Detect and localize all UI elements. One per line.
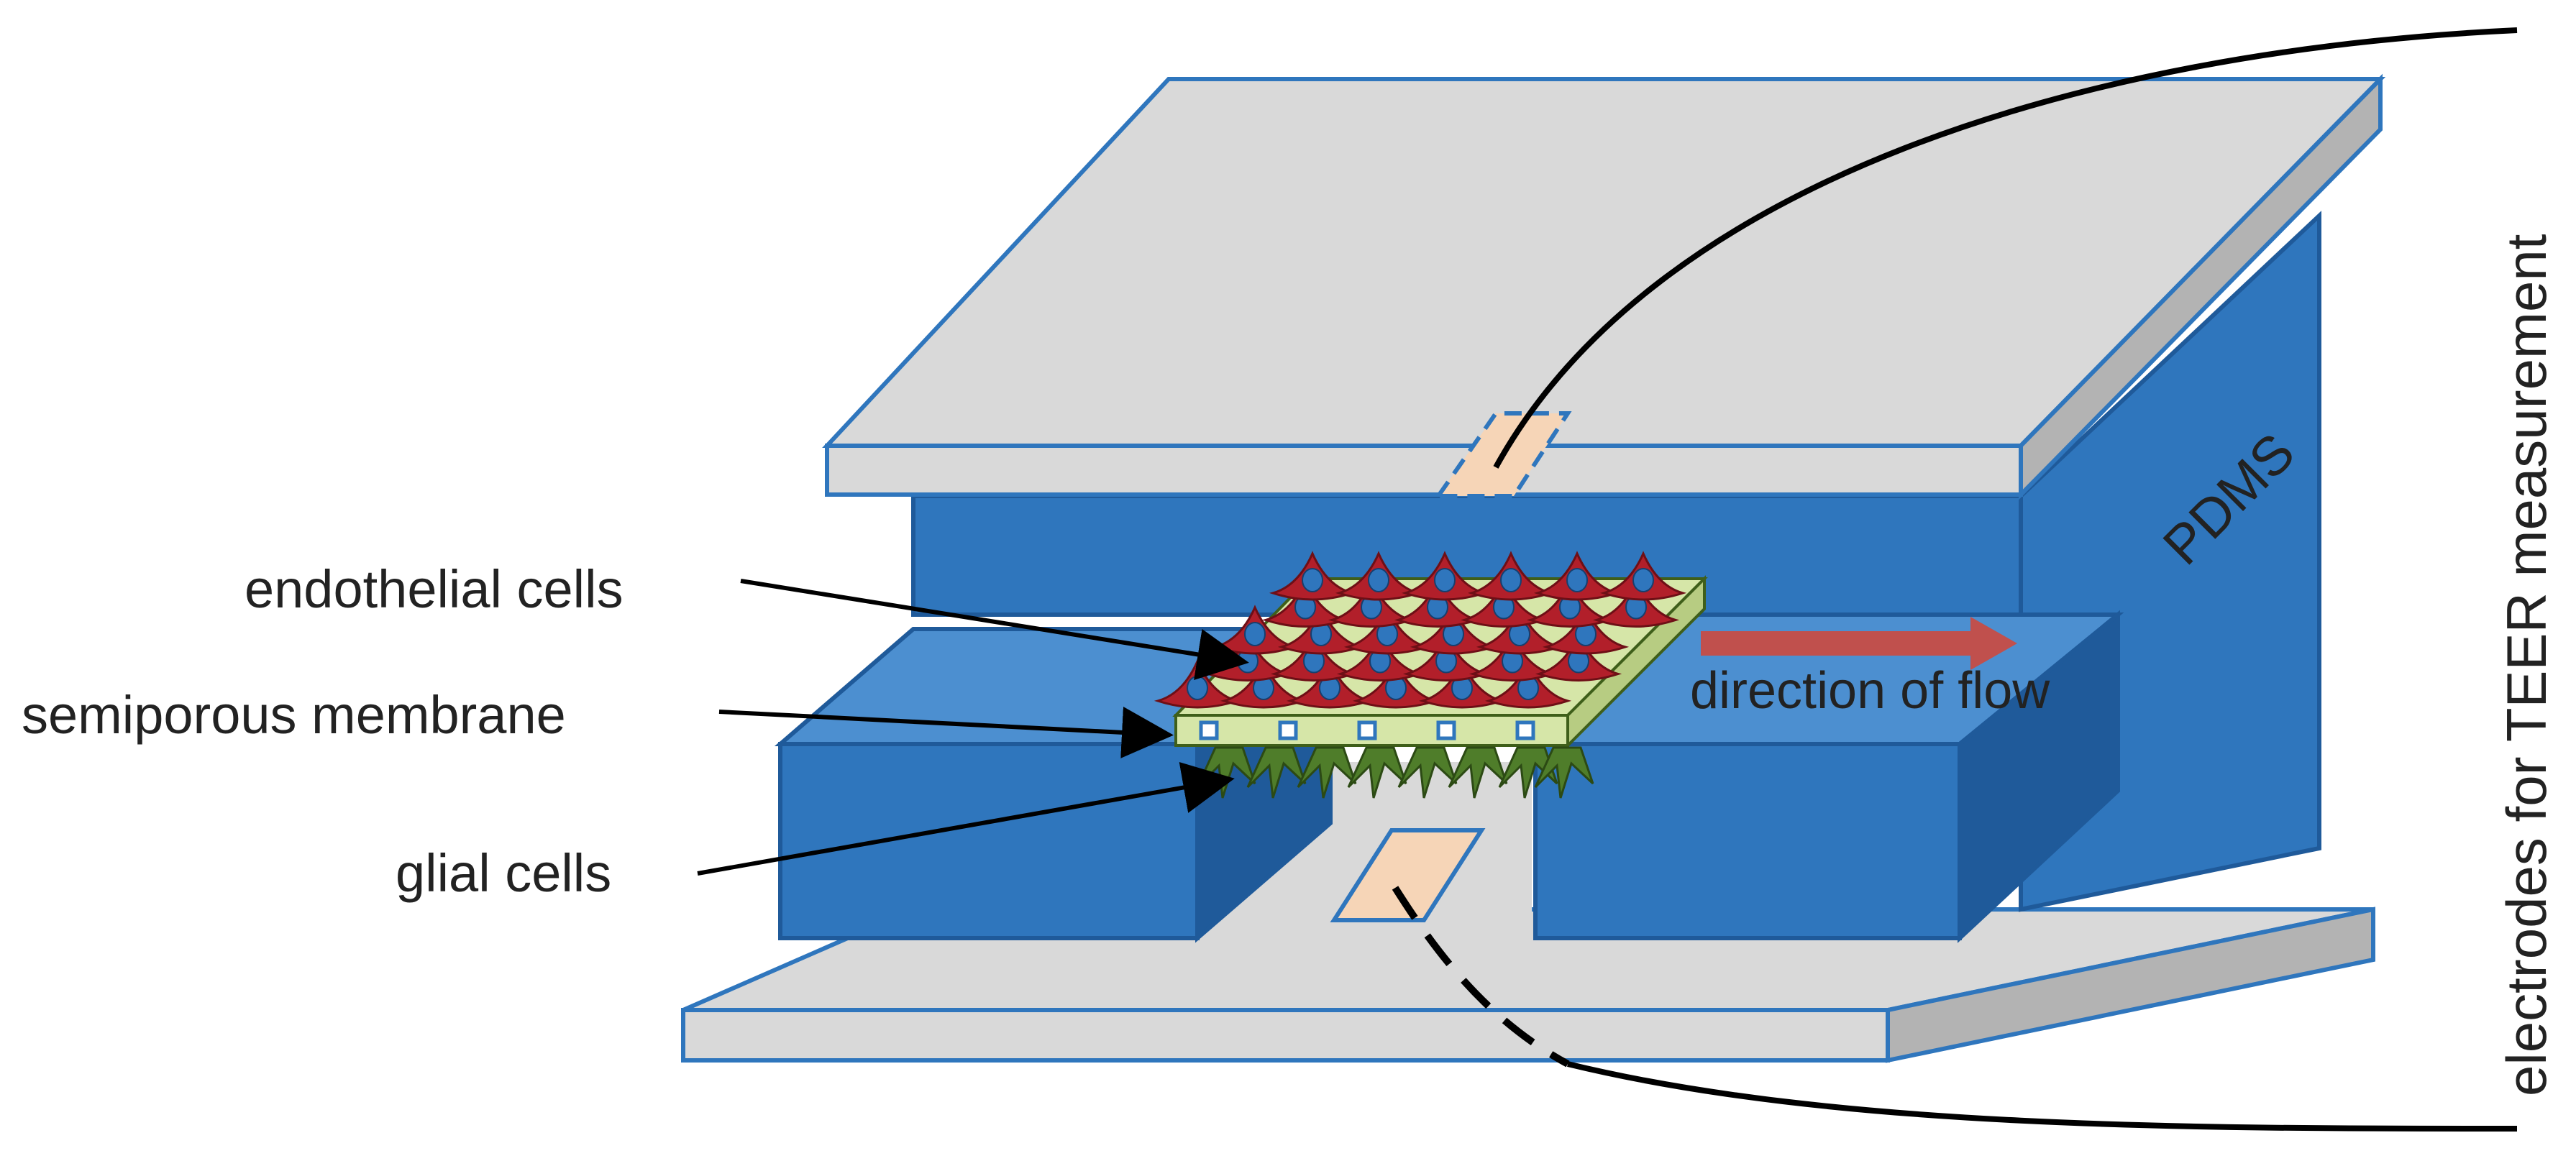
endothelial-cell [1484, 658, 1572, 709]
endothelial-cell [1476, 605, 1563, 655]
glial-label: glial cells [396, 843, 611, 903]
top-plate-side [2019, 73, 2383, 500]
electrodes-label: electrodes for TEER measurement [2495, 234, 2558, 1096]
endothelial-cell [1335, 551, 1422, 601]
membrane-label: semiporous membrane [22, 685, 566, 745]
endothelial-cell [1343, 605, 1431, 655]
left-block-front [778, 742, 1200, 940]
endothelial-cell [1467, 551, 1555, 601]
glial-pointer [697, 762, 1235, 876]
endothelial-cell [1402, 631, 1490, 682]
flow-arrow [1701, 617, 2017, 670]
channel-floor [1190, 762, 1532, 938]
bottom-plate-front [681, 1008, 1890, 1063]
glial-cell [1534, 746, 1594, 799]
flow-arrow-head [1970, 617, 2017, 670]
bottom-electrode-wire [1567, 1061, 2518, 1132]
endothelial-cell [1328, 577, 1415, 628]
endothelial-cell [1418, 658, 1506, 709]
top-plate-front [825, 444, 2023, 497]
endothelial-cell [1261, 577, 1349, 628]
endothelial-cell [1394, 577, 1481, 628]
flow-label: direction of flow [1690, 662, 2050, 720]
top-electrode-wire [1493, 27, 2518, 469]
endothelial-cell [1277, 605, 1365, 655]
membrane-pointer [718, 706, 1174, 758]
glial-cell [1498, 746, 1558, 799]
endothelial-cell [1469, 631, 1556, 682]
endothelial-cell [1410, 605, 1497, 655]
membrane-pores [1199, 720, 1535, 740]
endothelial-cell [1401, 551, 1489, 601]
top-plate [822, 73, 2386, 500]
membrane-pore [1199, 720, 1219, 740]
bottom-electrode-wire-dashed [1392, 886, 1570, 1068]
membrane-pore [1436, 720, 1456, 740]
endothelial-cell [1336, 631, 1424, 682]
endothelial-pointer [740, 579, 1249, 680]
endothelial-cell [1592, 577, 1680, 628]
right-block-side [1958, 610, 2120, 943]
endothelial-cell [1526, 577, 1614, 628]
flow-arrow-shaft [1701, 631, 1978, 656]
glial-cell [1246, 746, 1307, 799]
glial-cell [1448, 746, 1508, 799]
endothelial-cell [1599, 551, 1687, 601]
glial-cell [1397, 746, 1458, 799]
bottom-electrode [1330, 828, 1486, 922]
bottom-plate-side [1886, 907, 2375, 1063]
endothelial-label: endothelial cells [245, 559, 624, 619]
membrane-pore [1278, 720, 1298, 740]
membrane-pore [1357, 720, 1377, 740]
membrane-assembly [1154, 551, 1708, 799]
endothelial-cell [1270, 631, 1358, 682]
endothelial-cell [1533, 551, 1621, 601]
endothelial-cell [1220, 658, 1307, 709]
endothelial-cell [1535, 631, 1622, 682]
glial-cell [1297, 746, 1357, 799]
endothelial-cell [1269, 551, 1356, 601]
endothelial-cell [1352, 658, 1440, 709]
membrane-pore [1515, 720, 1535, 740]
glial-cell [1347, 746, 1407, 799]
right-block-front [1533, 742, 1962, 940]
